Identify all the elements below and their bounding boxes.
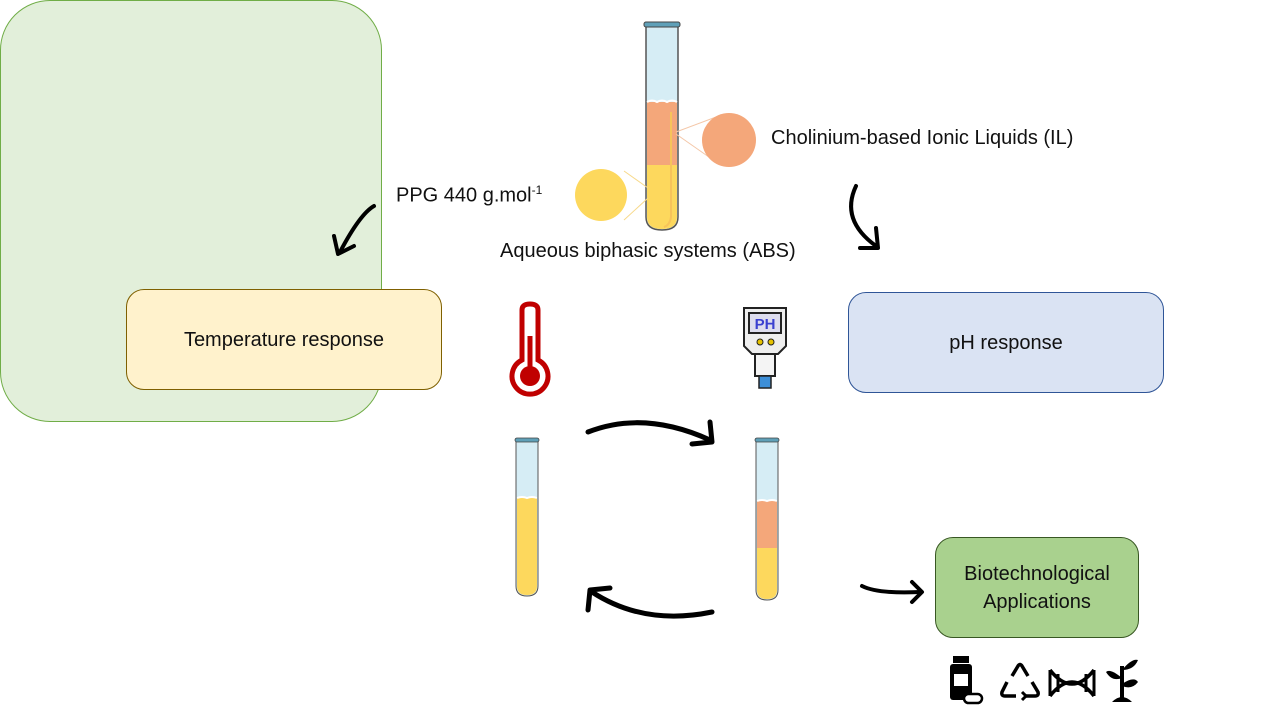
- cycle-arrow-back: [585, 585, 715, 619]
- bio-label-line1: Biotechnological: [964, 562, 1110, 585]
- biphasic-tube: [754, 437, 780, 601]
- arrow-to-temperature: [332, 204, 376, 256]
- single-phase-tube: [514, 437, 540, 597]
- ppg-label-text: PPG 440 g.mol: [396, 184, 532, 207]
- abs-label: Aqueous biphasic systems (ABS): [500, 240, 796, 262]
- main-test-tube: [643, 21, 681, 231]
- ppg-phase-callout: [575, 169, 649, 221]
- medicine-bottle-icon: [950, 656, 984, 705]
- il-phase-callout: [675, 113, 756, 167]
- recycle-icon: [1000, 662, 1040, 702]
- ph-meter-icon: PH: [743, 307, 787, 389]
- ppg-label: PPG 440 g.mol-1: [396, 183, 542, 208]
- thermometer-icon: [509, 301, 551, 397]
- arrow-to-applications: [860, 580, 924, 604]
- ph-meter-text: PH: [755, 316, 776, 333]
- biotechnological-applications-box: Biotechnological Applications: [935, 537, 1139, 638]
- arrow-to-ph: [849, 184, 880, 250]
- bio-label-line2: Applications: [983, 590, 1091, 613]
- cycle-arrow-forward: [585, 419, 715, 447]
- temperature-response-box: Temperature response: [126, 289, 442, 390]
- ph-response-box: pH response: [848, 292, 1164, 393]
- dna-icon: [1048, 668, 1096, 698]
- il-label: Cholinium-based Ionic Liquids (IL): [771, 127, 1074, 149]
- ppg-label-exponent: -1: [531, 183, 543, 197]
- plant-icon: [1106, 659, 1138, 702]
